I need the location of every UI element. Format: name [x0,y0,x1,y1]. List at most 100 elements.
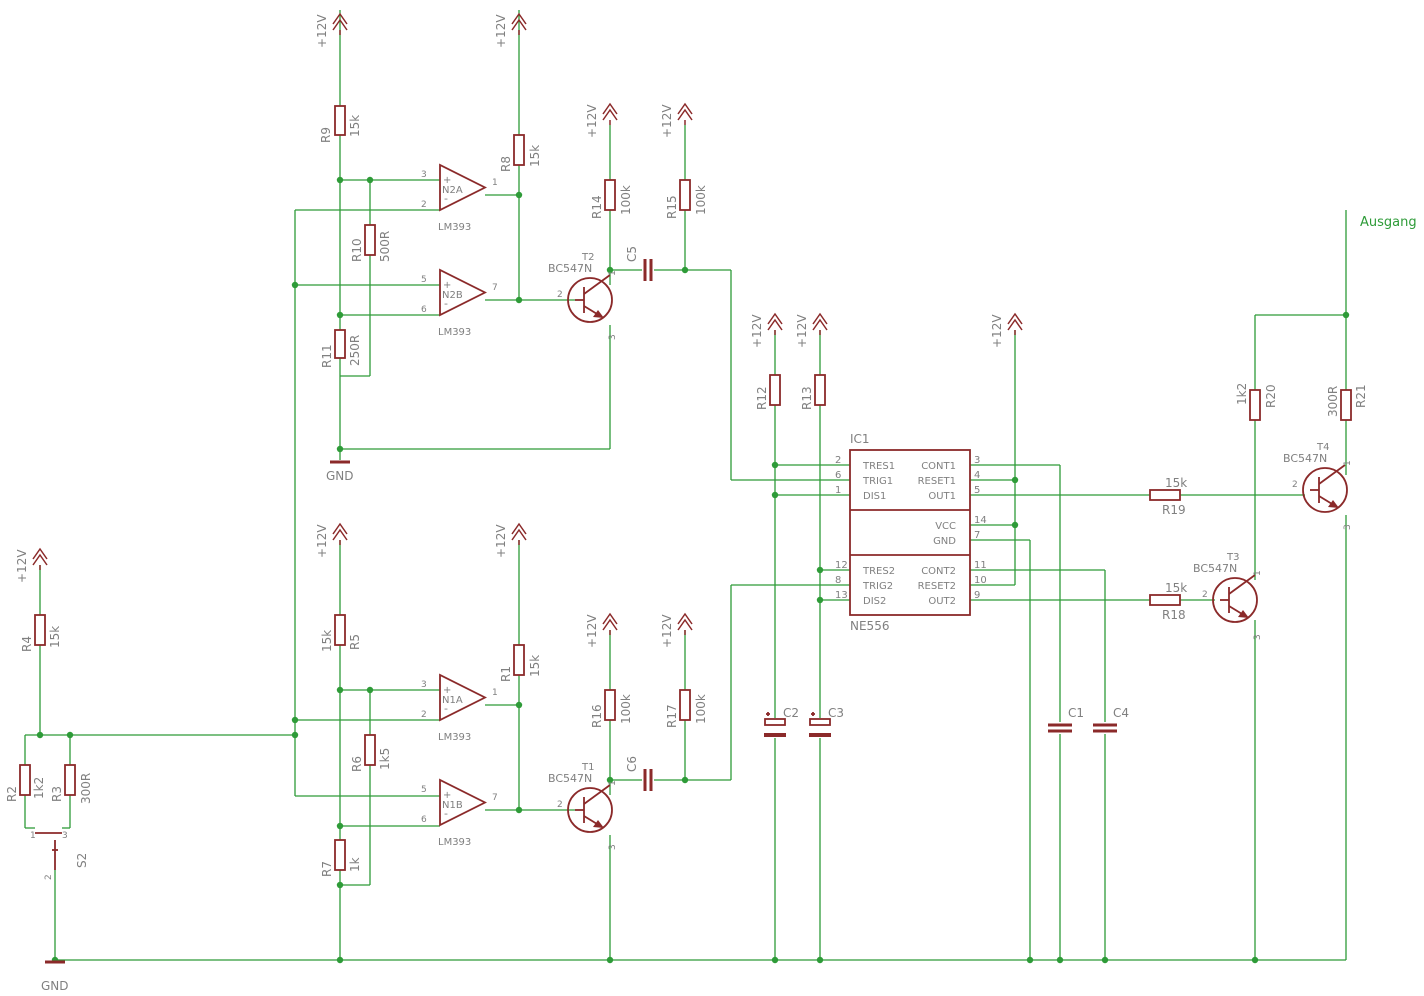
resistor-r2 [19,764,31,796]
resistor-value: 15k [1165,476,1187,490]
switch-pin: 2 [44,874,54,880]
supply-label: +12V [990,314,1004,348]
transistor-part: BC547N [548,772,592,785]
resistor-r19 [1149,489,1181,501]
resistor-r17 [679,689,691,721]
resistor-ref: R2 [5,786,19,802]
opamps: +-N2ALM393321+-N2BLM393567+-N1ALM393321+… [421,163,498,848]
capacitor-c3 [809,712,831,737]
capacitor-ref: C6 [625,756,639,772]
resistor-ref: R12 [755,386,769,410]
supply-label: +12V [660,104,674,138]
transistor-part: BC547N [1193,562,1237,575]
ic-pin-name: GND [933,536,956,547]
ic-pin-name: DIS2 [863,596,886,607]
opamp-pin: 2 [421,710,427,720]
resistor-r18 [1149,594,1181,606]
ic-pin-name: DIS1 [863,491,886,502]
resistor-r9 [334,105,346,136]
supply-12v-icon [767,312,783,335]
resistor-ref: R3 [50,786,64,802]
transistor-ref: T4 [1316,442,1329,453]
resistor-value: 15k [320,630,334,652]
opamp-pin: 2 [421,200,427,210]
opamp-plus: + [443,790,451,801]
opamp-pin: 5 [421,275,427,285]
resistor-ref: R6 [350,756,364,772]
resistor-r14 [604,179,616,211]
ic-pin-name: OUT2 [928,596,956,607]
opamp-pin: 1 [492,688,498,698]
resistor-ref: R7 [320,861,334,877]
ic-pin-number: 6 [835,470,841,481]
transistor-pin: 3 [608,844,618,850]
opamp-pin: 6 [421,305,427,315]
opamp-minus: - [444,192,448,205]
capacitor-c2 [764,712,786,737]
supply-12v-icon [677,102,693,125]
opamp-part: LM393 [438,222,471,233]
supply-12v-icon [332,522,348,545]
transistor-pin: 3 [1343,524,1353,530]
supply-12v-icon [602,612,618,635]
resistor-value: 1k2 [1235,383,1249,405]
ic-pin-number: 5 [974,485,980,496]
transistor-pin: 3 [1253,634,1263,640]
supply-label: +12V [660,614,674,648]
opamp-part: LM393 [438,837,471,848]
supply-labels: +12V+12V+12V+12V+12V+12V+12V+12V+12V+12V… [15,14,1004,648]
ic-ne556: IC1 NE556 2TRES16TRIG11DIS112TRES28TRIG2… [835,432,987,633]
ic-part: NE556 [850,619,889,633]
ic-pin-name: TRIG2 [862,581,893,592]
supply-12v-icon [511,522,527,545]
ic-pin-name: VCC [935,521,956,532]
wires [24,10,1347,961]
resistor-ref: R11 [320,344,334,368]
supply-label: +12V [750,314,764,348]
transistor-pin: 1 [1343,460,1353,466]
resistor-r11 [334,329,346,359]
supply-label: +12V [585,614,599,648]
resistor-ref: R19 [1162,503,1186,517]
ic-pin-name: RESET2 [918,581,956,592]
transistor-pin: 3 [608,334,618,340]
opamp-ref: N2B [442,290,463,301]
capacitor-ref: C4 [1113,706,1129,720]
ic-pin-number: 11 [974,560,987,571]
ic-pin-number: 10 [974,575,987,586]
opamp-ref: N2A [442,185,463,196]
transistor-ref: T2 [581,252,594,263]
switch-s2: 1 3 2 S2 [30,831,89,880]
opamp-ref: N1B [442,800,463,811]
opamp-pin: 1 [492,178,498,188]
resistor-ref: R9 [319,127,333,143]
resistor-ref: R4 [20,636,34,652]
transistor-pin: 2 [1292,480,1298,490]
resistor-value: 15k [348,115,362,137]
supply-label: +12V [315,14,329,48]
resistor-ref: R17 [665,704,679,728]
resistor-value: 1k5 [378,748,392,770]
ground-label: GND [326,469,354,483]
switch-pin: 1 [30,831,36,841]
resistor-value: 1k2 [32,777,46,799]
resistor-r12 [769,374,781,406]
supply-label: +12V [585,104,599,138]
ic-pin-number: 14 [974,515,987,526]
transistor-pin: 1 [1253,570,1263,576]
opamp-pin: 6 [421,815,427,825]
supply-12v-icon [511,12,527,35]
capacitor-ref: C3 [828,706,844,720]
opamp-plus: + [443,685,451,696]
resistor-ref: R16 [590,704,604,728]
ic-pin-name: OUT1 [928,491,956,502]
resistor-ref: R14 [590,195,604,219]
ic-pin-number: 8 [835,575,841,586]
output-label: Ausgang [1360,215,1417,230]
resistor-value: 15k [48,626,62,648]
